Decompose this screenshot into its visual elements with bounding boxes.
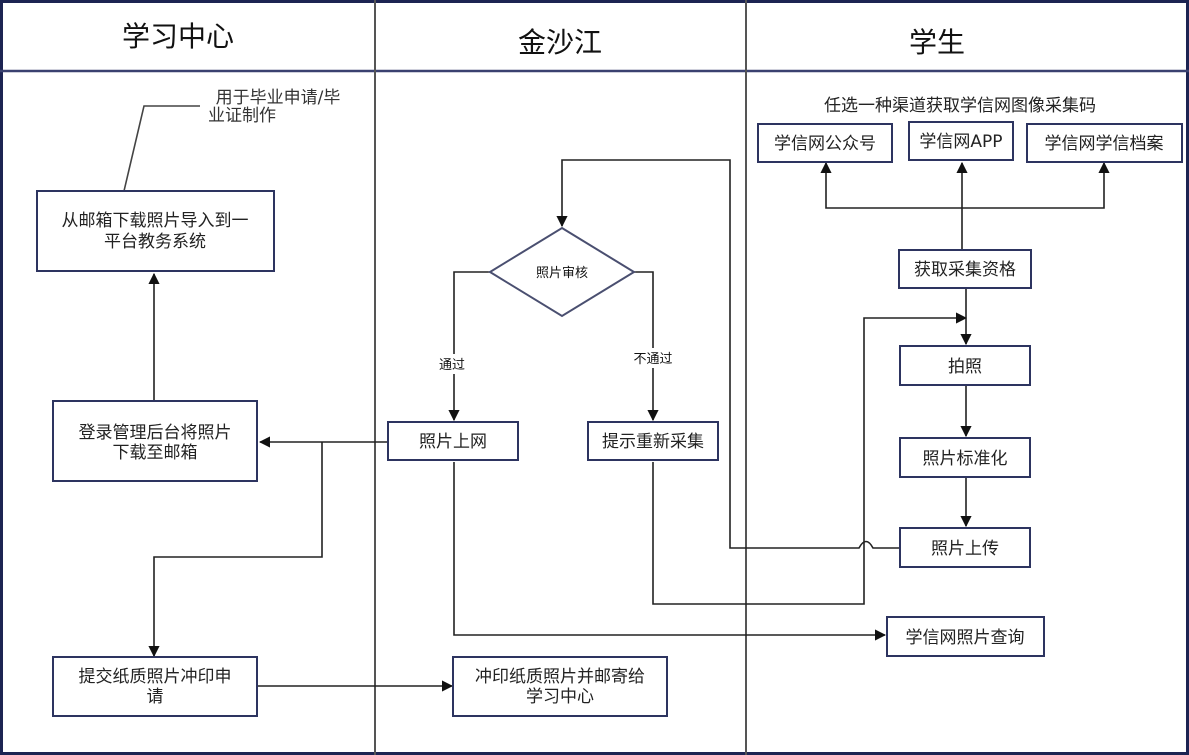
node-standardize-photo[interactable]: 照片标准化 (899, 437, 1031, 478)
edge-online-to-submit (148, 442, 323, 658)
node-channel-wechat-label: 学信网公众号 (774, 134, 876, 154)
node-submit-print-request[interactable]: 提交纸质照片冲印申 请 (52, 656, 258, 717)
lane-title-jinshajiang: 金沙江 (518, 26, 602, 59)
note-line1: 用于毕业申请/毕 (216, 88, 341, 108)
edge-upload-to-review (556, 159, 899, 549)
node-import-line1: 从邮箱下载照片导入到一 (62, 211, 249, 231)
node-recollect-label: 提示重新采集 (602, 432, 704, 452)
edge-online-to-query (453, 462, 887, 641)
node-channel-app[interactable]: 学信网APP (908, 121, 1014, 161)
node-channel-app-label: 学信网APP (919, 132, 1002, 152)
node-online-label: 照片上网 (419, 432, 487, 452)
note-leader-line (123, 105, 200, 192)
note-line2: 业证制作 (208, 106, 276, 126)
node-submit-line1: 提交纸质照片冲印申 (79, 667, 232, 687)
node-download-to-mailbox[interactable]: 登录管理后台将照片 下载至邮箱 (52, 400, 258, 482)
node-print-and-mail[interactable]: 冲印纸质照片并邮寄给 学习中心 (452, 656, 668, 717)
node-channel-archive-label: 学信网学信档案 (1045, 134, 1164, 154)
node-submit-line2: 请 (147, 687, 164, 707)
node-photo-online[interactable]: 照片上网 (387, 421, 519, 461)
node-take-photo-label: 拍照 (948, 357, 982, 377)
node-print-line2: 学习中心 (526, 687, 594, 707)
edge-qual-to-wechat (820, 161, 962, 209)
node-take-photo[interactable]: 拍照 (899, 345, 1031, 386)
edge-recollect-to-photo (652, 312, 968, 605)
node-query-label: 学信网照片查询 (906, 628, 1025, 648)
node-import-to-system[interactable]: 从邮箱下载照片导入到一 平台教务系统 (36, 190, 275, 272)
node-download-line2: 下载至邮箱 (113, 443, 198, 463)
node-photo-review[interactable]: 照片审核 (488, 226, 636, 318)
node-standardize-label: 照片标准化 (923, 449, 1008, 469)
node-print-line1: 冲印纸质照片并邮寄给 (475, 667, 645, 687)
node-get-qualification[interactable]: 获取采集资格 (898, 249, 1032, 289)
node-download-line1: 登录管理后台将照片 (79, 423, 232, 443)
node-upload-photo[interactable]: 照片上传 (899, 527, 1031, 568)
node-query-photo[interactable]: 学信网照片查询 (886, 616, 1045, 657)
node-qualification-label: 获取采集资格 (914, 260, 1016, 280)
node-review-label: 照片审核 (536, 266, 588, 281)
node-channel-archive[interactable]: 学信网学信档案 (1026, 123, 1183, 163)
node-channel-wechat[interactable]: 学信网公众号 (757, 123, 893, 163)
lane-title-learning-center: 学习中心 (122, 20, 234, 53)
node-prompt-recollect[interactable]: 提示重新采集 (587, 421, 719, 461)
edge-review-fail (634, 271, 659, 422)
channel-caption: 任选一种渠道获取学信网图像采集码 (824, 96, 1096, 116)
lane-title-student: 学生 (909, 26, 965, 59)
label-fail: 不通过 (633, 352, 672, 367)
node-import-line2: 平台教务系统 (104, 232, 206, 252)
edge-review-pass (448, 271, 490, 422)
label-pass: 通过 (439, 358, 465, 373)
edge-qual-to-archive (962, 161, 1110, 209)
node-upload-label: 照片上传 (931, 539, 999, 559)
